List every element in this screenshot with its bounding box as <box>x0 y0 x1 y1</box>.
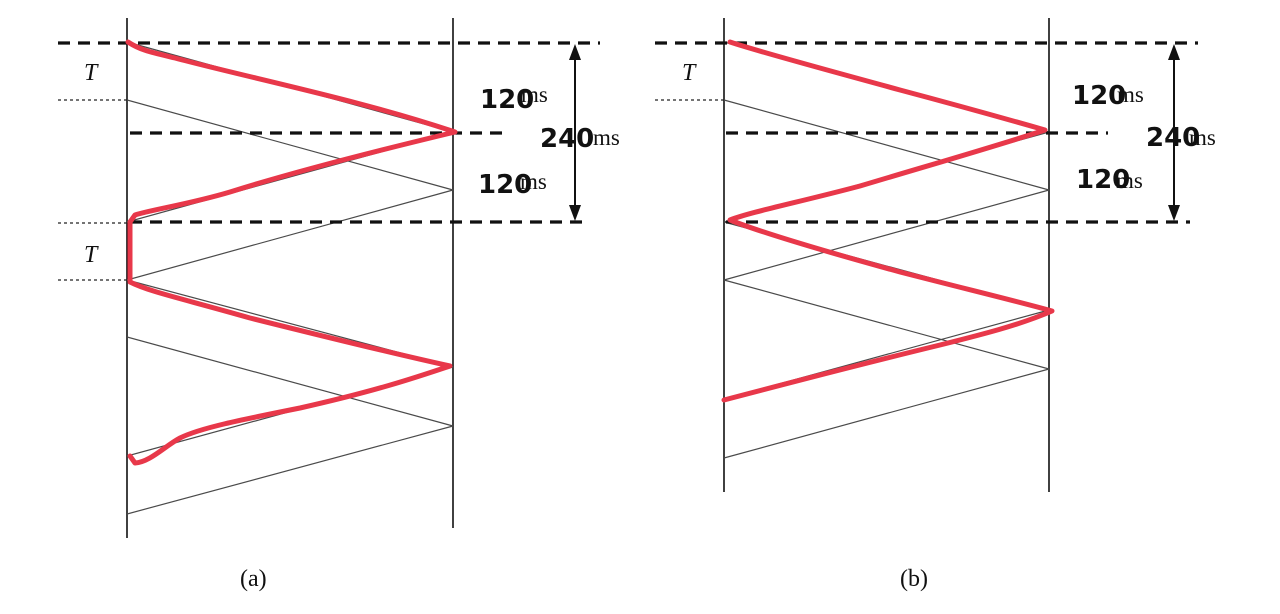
panel-a: T T 120 ms 240 ms 120 ms (a) <box>58 18 620 592</box>
panel-a-t-label-upper: T <box>84 60 99 86</box>
panel-b-signal-line <box>723 368 1050 459</box>
panel-b-top-duration-unit: ms <box>1117 82 1144 107</box>
panel-a-arrow-head-up <box>569 44 581 60</box>
panel-b-arrow-head-down <box>1168 205 1180 221</box>
panel-a-top-duration-number: 120 <box>480 85 534 115</box>
panel-a-caption: (a) <box>240 566 267 592</box>
panel-a-signal-line <box>126 425 454 515</box>
panel-b-top-duration-number: 120 <box>1072 81 1126 111</box>
panel-a-signal-line <box>126 336 454 427</box>
panel-b-signal-line <box>723 279 1050 370</box>
panel-a-total-duration-unit: ms <box>593 125 620 150</box>
panel-a-bottom-duration-number: 120 <box>478 170 532 200</box>
panel-b: T 120 ms 240 ms 120 ms (b) <box>655 18 1216 592</box>
panel-a-total-duration-number: 240 <box>540 124 594 154</box>
panel-b-arrow-head-up <box>1168 44 1180 60</box>
panel-a-t-label-lower: T <box>84 242 99 268</box>
panel-b-bottom-duration-number: 120 <box>1076 165 1130 195</box>
panel-a-arrow-head-down <box>569 205 581 221</box>
panel-b-total-duration-unit: ms <box>1189 125 1216 150</box>
panel-b-signal-line <box>723 99 1050 191</box>
panel-b-t-label-upper: T <box>682 60 697 86</box>
panel-a-signal-line <box>126 189 454 281</box>
panel-b-caption: (b) <box>900 566 928 592</box>
panel-a-bottom-duration-unit: ms <box>520 169 547 194</box>
panel-b-bottom-duration-unit: ms <box>1116 168 1143 193</box>
panel-a-top-duration-unit: ms <box>521 82 548 107</box>
panel-b-total-duration-number: 240 <box>1146 123 1200 153</box>
panel-a-red-annotation <box>125 39 458 466</box>
panel-a-signal-line <box>126 99 454 191</box>
panel-b-red-annotation <box>721 39 1055 403</box>
panel-b-signal-line <box>723 189 1050 281</box>
